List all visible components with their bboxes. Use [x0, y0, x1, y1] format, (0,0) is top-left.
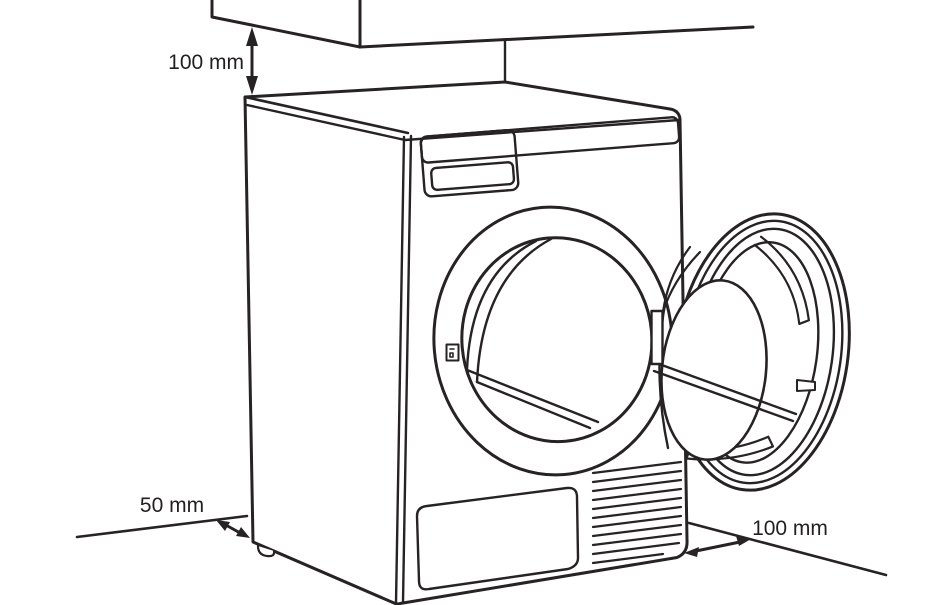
door-rim-step-top — [753, 235, 810, 326]
counter-above — [210, 0, 755, 84]
counter-front-face — [210, 0, 362, 49]
drum-interior-arc-1 — [465, 239, 538, 372]
drum-interior-edge-1 — [465, 368, 600, 424]
door-latch — [796, 379, 816, 392]
right-clearance-arrow — [695, 540, 741, 553]
top-face-front-left-edge — [243, 95, 410, 135]
drum-interior-edge-2 — [475, 380, 592, 430]
vent-grille — [591, 460, 683, 565]
arrow-head-downright-icon — [236, 527, 250, 538]
arrow-head-down-icon — [246, 76, 258, 95]
control-panel-left-block — [419, 128, 520, 198]
dryer-foot-left — [256, 544, 276, 558]
door-strut-lower — [652, 369, 795, 423]
floor-line-right — [687, 521, 888, 577]
left-clearance-label: 50 mm — [140, 494, 204, 517]
right-clearance-label: 100 mm — [752, 517, 828, 540]
arrow-head-right-icon — [736, 536, 751, 546]
left-clearance-dimension: 50 mm — [140, 494, 250, 538]
dryer-door — [650, 212, 851, 492]
floor-line-left — [75, 514, 249, 539]
door-strut-upper — [657, 362, 798, 416]
control-panel — [419, 116, 681, 198]
arrow-head-upleft-icon — [216, 520, 230, 531]
front-left-edge-outer — [394, 135, 406, 605]
drum-interior-arc-2 — [475, 237, 553, 384]
top-clearance-dimension: 100 mm — [168, 27, 258, 95]
arrow-head-up-icon — [246, 27, 258, 46]
arrow-head-left-icon — [684, 547, 699, 557]
counter-underside-edge — [358, 25, 755, 49]
right-clearance-dimension: 100 mm — [684, 517, 828, 557]
front-left-edge-inner — [401, 134, 413, 604]
top-clearance-label: 100 mm — [168, 51, 244, 74]
door-hinge-plate — [650, 309, 664, 366]
display-window — [430, 161, 516, 192]
door-lock-icon — [445, 343, 460, 362]
service-drawer — [415, 486, 580, 591]
